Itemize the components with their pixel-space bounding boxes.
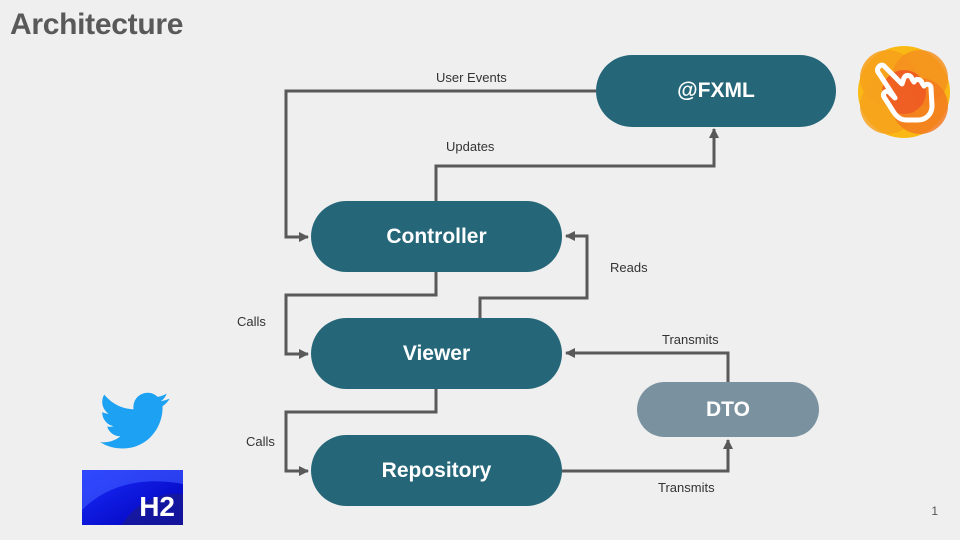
edge-label-transmits-2: Transmits xyxy=(658,480,715,495)
node-controller: Controller xyxy=(311,201,562,272)
edge-transmits-2 xyxy=(562,439,733,473)
node-fxml-label: @FXML xyxy=(677,79,755,102)
edge-label-user-events: User Events xyxy=(436,70,507,85)
twitter-bird-icon xyxy=(100,392,170,450)
node-dto-label: DTO xyxy=(706,397,750,421)
h2-database-icon: H2 xyxy=(82,470,183,525)
edge-label-updates: Updates xyxy=(446,139,495,154)
page-number: 1 xyxy=(931,504,938,518)
h2-logo-text: H2 xyxy=(139,491,175,522)
touch-hand-icon xyxy=(854,42,954,142)
edge-user-events xyxy=(284,89,596,242)
node-dto: DTO xyxy=(637,382,819,437)
node-fxml: @FXML xyxy=(596,55,836,127)
node-viewer-label: Viewer xyxy=(402,341,471,365)
edge-label-reads: Reads xyxy=(610,260,648,275)
page-title: Architecture xyxy=(10,8,184,41)
edge-label-calls-2: Calls xyxy=(246,434,275,449)
node-viewer: Viewer xyxy=(311,318,562,389)
edge-label-transmits-1: Transmits xyxy=(662,332,719,347)
node-controller-label: Controller xyxy=(386,224,487,248)
edge-updates xyxy=(434,128,719,202)
node-repository: Repository xyxy=(311,435,562,506)
node-repository-label: Repository xyxy=(381,458,492,482)
edge-label-calls-1: Calls xyxy=(237,314,266,329)
edge-reads xyxy=(478,231,589,320)
edge-calls-1 xyxy=(284,272,438,359)
edge-transmits-1 xyxy=(565,348,730,383)
edge-calls-2 xyxy=(284,389,438,476)
